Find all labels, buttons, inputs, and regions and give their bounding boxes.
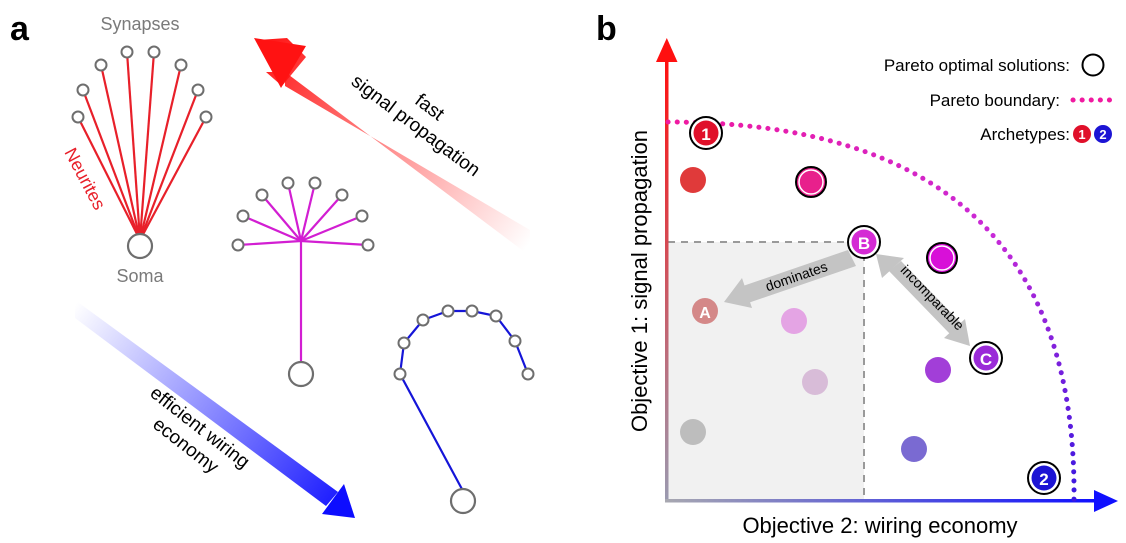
legend: Pareto optimal solutions: Pareto boundar… xyxy=(884,53,1113,144)
svg-text:B: B xyxy=(858,234,870,253)
magenta-neuron-soma xyxy=(287,360,315,388)
wiring-economy-arrow xyxy=(75,300,355,518)
svg-text:C: C xyxy=(980,350,992,369)
incomparable-label: incomparable xyxy=(898,262,968,334)
red-neuron xyxy=(77,51,207,241)
magenta-neuron xyxy=(237,182,369,363)
synapses-label: Synapses xyxy=(100,14,179,34)
svg-text:1: 1 xyxy=(701,125,710,144)
x-axis-label: Objective 2: wiring economy xyxy=(742,513,1017,538)
point xyxy=(802,369,828,395)
y-axis-label: Objective 1: signal propagation xyxy=(627,130,652,432)
incomparable-arrow: incomparable xyxy=(876,254,970,346)
point-c: C xyxy=(969,341,1003,375)
svg-text:2: 2 xyxy=(1039,470,1048,489)
point xyxy=(680,167,706,193)
neurites-label: Neurites xyxy=(60,144,109,213)
soma-label: Soma xyxy=(116,266,164,286)
y-axis xyxy=(656,38,678,501)
legend-archetypes: Archetypes: xyxy=(980,125,1070,144)
legend-pareto-solutions: Pareto optimal solutions: xyxy=(884,56,1070,75)
blue-neuron xyxy=(398,309,530,492)
panel-a-label: a xyxy=(10,10,30,48)
pareto-optimal-points xyxy=(795,166,958,274)
x-axis xyxy=(665,490,1118,512)
legend-pareto-boundary: Pareto boundary: xyxy=(930,91,1060,110)
point xyxy=(925,357,951,383)
blue-neuron-soma xyxy=(449,487,477,515)
svg-text:2: 2 xyxy=(1099,127,1106,142)
pareto-boundary xyxy=(665,119,1077,503)
blue-neuron-synapses xyxy=(393,304,535,381)
point-a: A xyxy=(692,298,718,324)
archetype-1-point: 1 xyxy=(689,116,723,150)
svg-text:A: A xyxy=(699,305,711,322)
legend-pareto-solution-marker xyxy=(1081,53,1105,77)
fast-propagation-arrow xyxy=(254,38,530,256)
pareto-point xyxy=(929,245,955,271)
legend-archetype-1-marker xyxy=(1073,125,1091,143)
solution-points xyxy=(680,167,951,462)
point xyxy=(680,419,706,445)
archetype-2-point: 2 xyxy=(1027,461,1061,495)
red-neuron-synapses xyxy=(71,45,213,124)
magenta-neuron-synapses xyxy=(231,176,375,252)
point xyxy=(781,308,807,334)
panel-b-label: b xyxy=(596,10,617,48)
point-b: B xyxy=(847,225,881,259)
pareto-point xyxy=(798,169,824,195)
legend-archetype-2-marker xyxy=(1094,125,1112,143)
point xyxy=(901,436,927,462)
svg-text:1: 1 xyxy=(1078,127,1085,142)
red-neuron-soma xyxy=(126,232,154,260)
